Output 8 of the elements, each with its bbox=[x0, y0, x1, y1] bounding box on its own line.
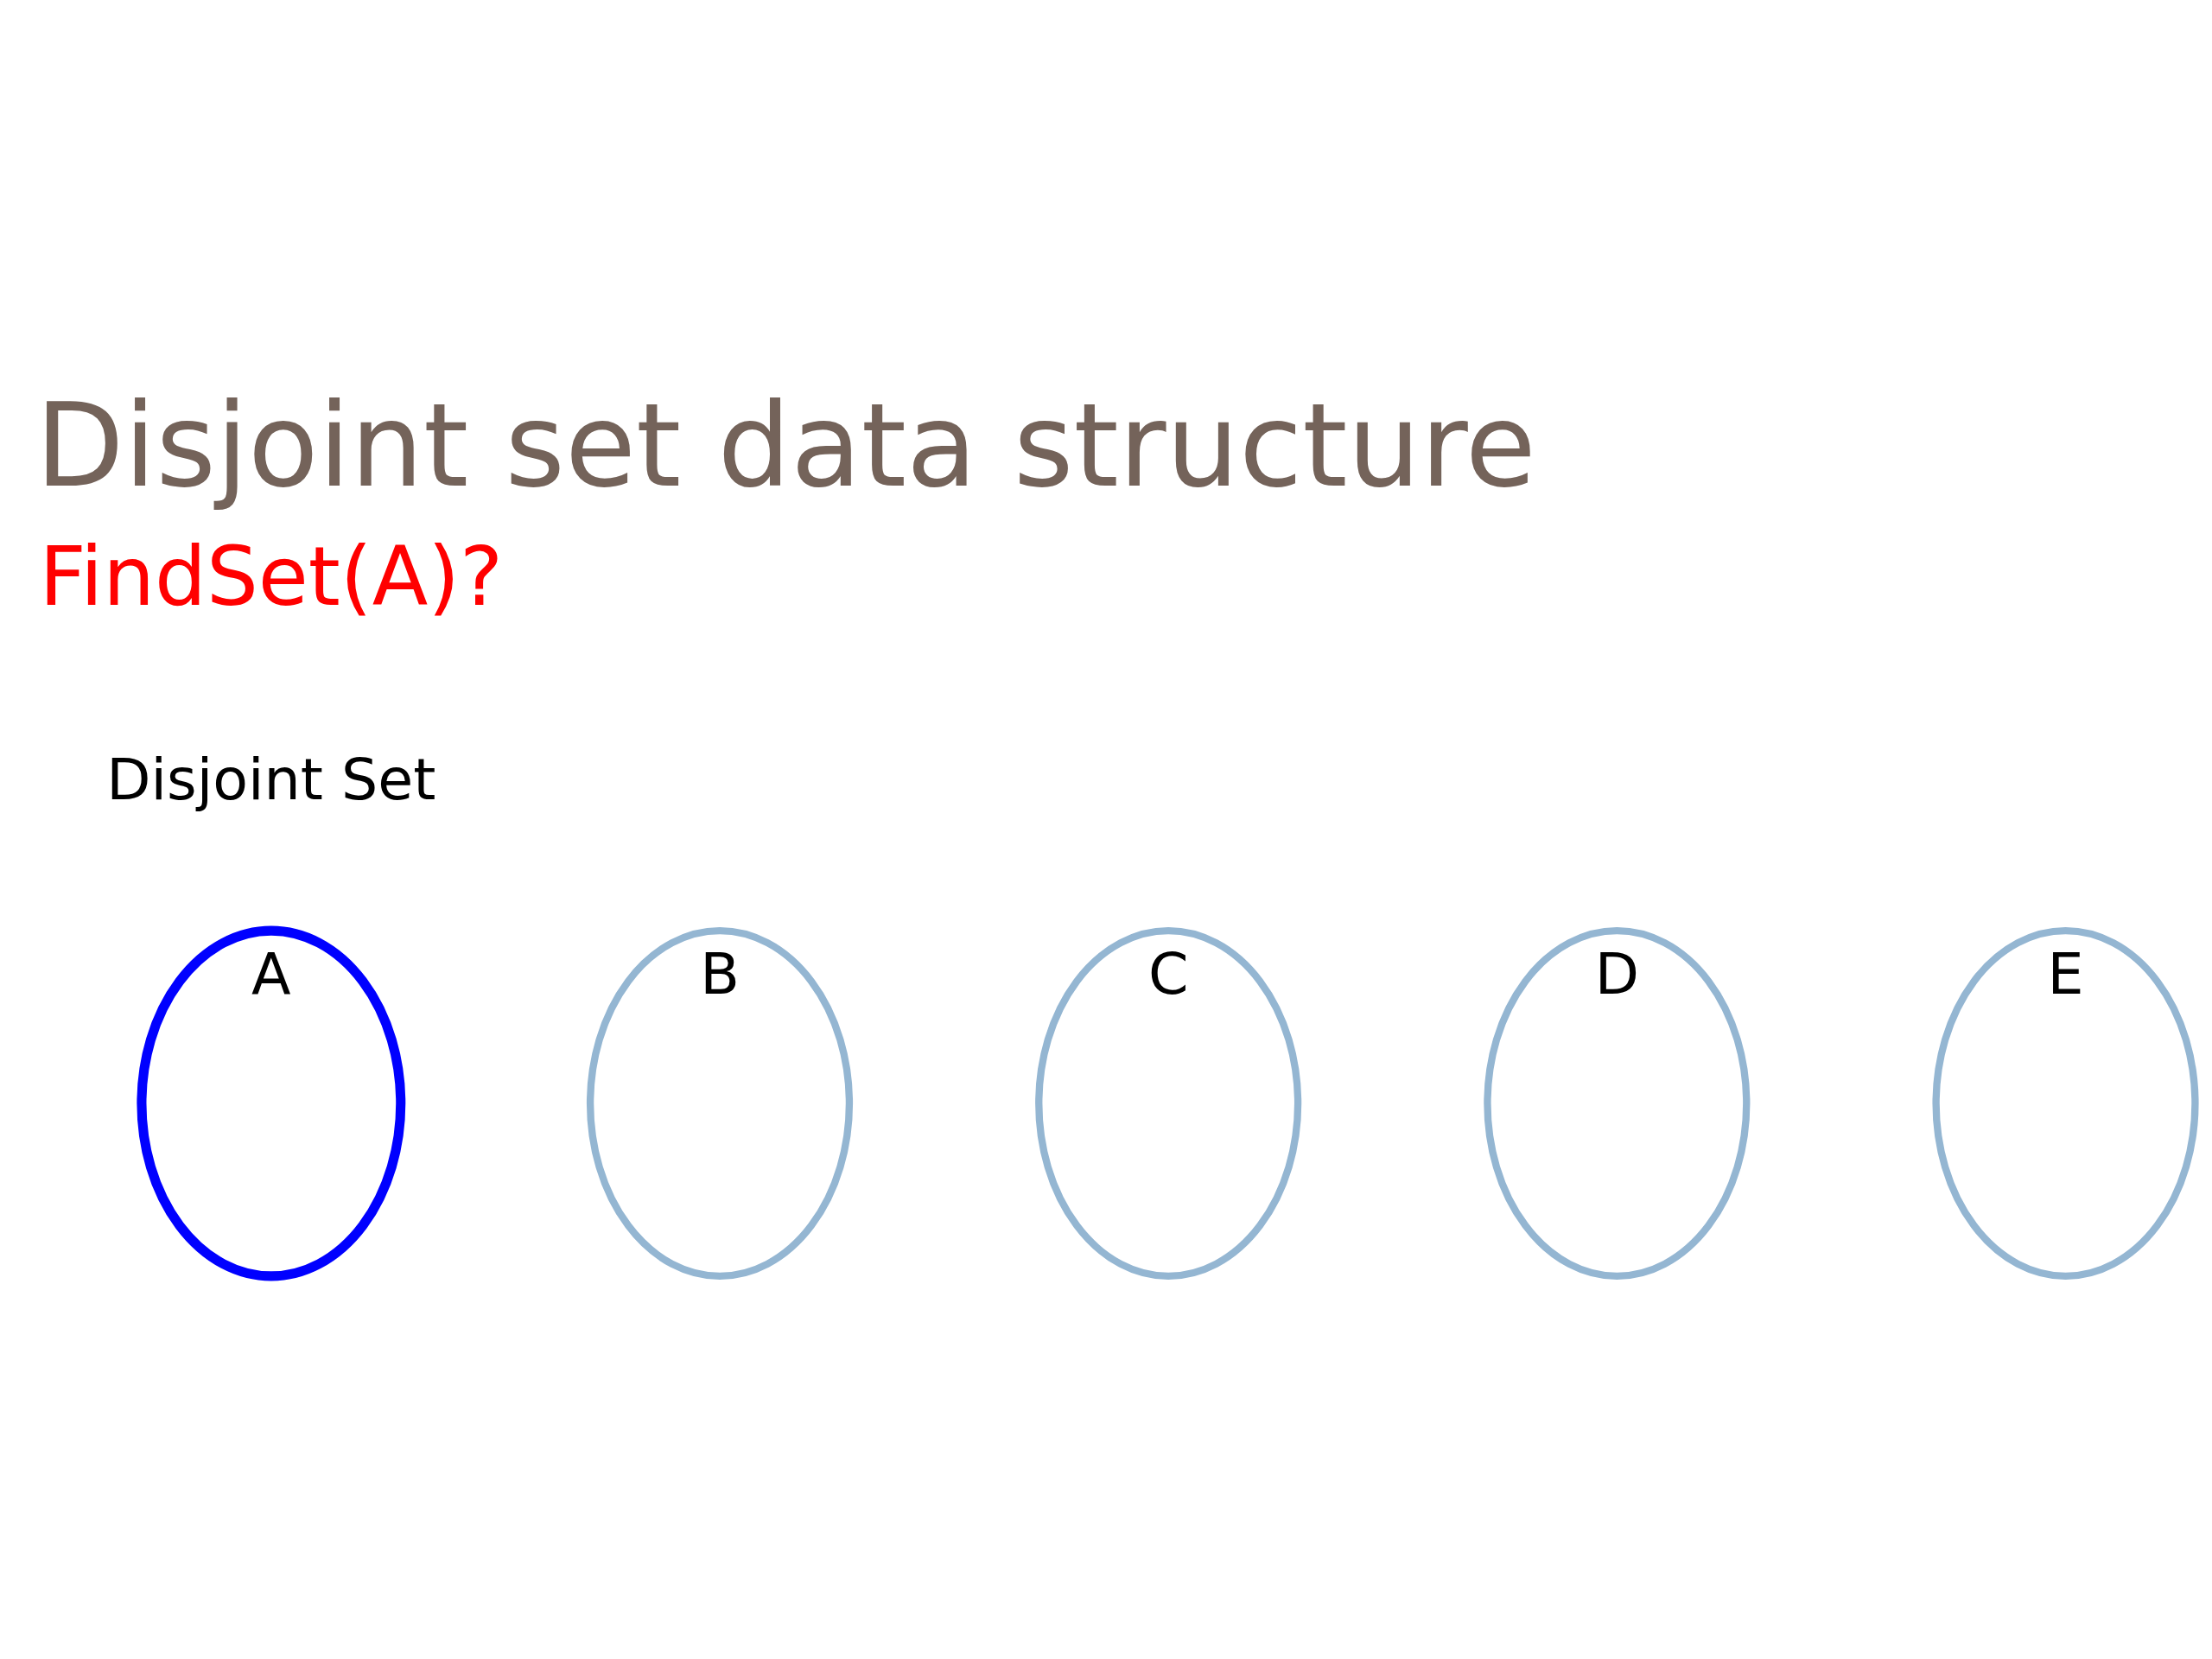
node-ellipse: D bbox=[1484, 926, 1751, 1280]
node-ellipse: A bbox=[137, 925, 406, 1281]
node-ellipse: C bbox=[1035, 926, 1302, 1280]
node-ellipse: B bbox=[586, 926, 854, 1280]
label: FindSet(A)? bbox=[39, 528, 504, 624]
node-ellipse: E bbox=[1932, 926, 2199, 1280]
label: Disjoint Set bbox=[106, 745, 436, 813]
diagram-title: Disjoint set data structure bbox=[35, 378, 1536, 512]
